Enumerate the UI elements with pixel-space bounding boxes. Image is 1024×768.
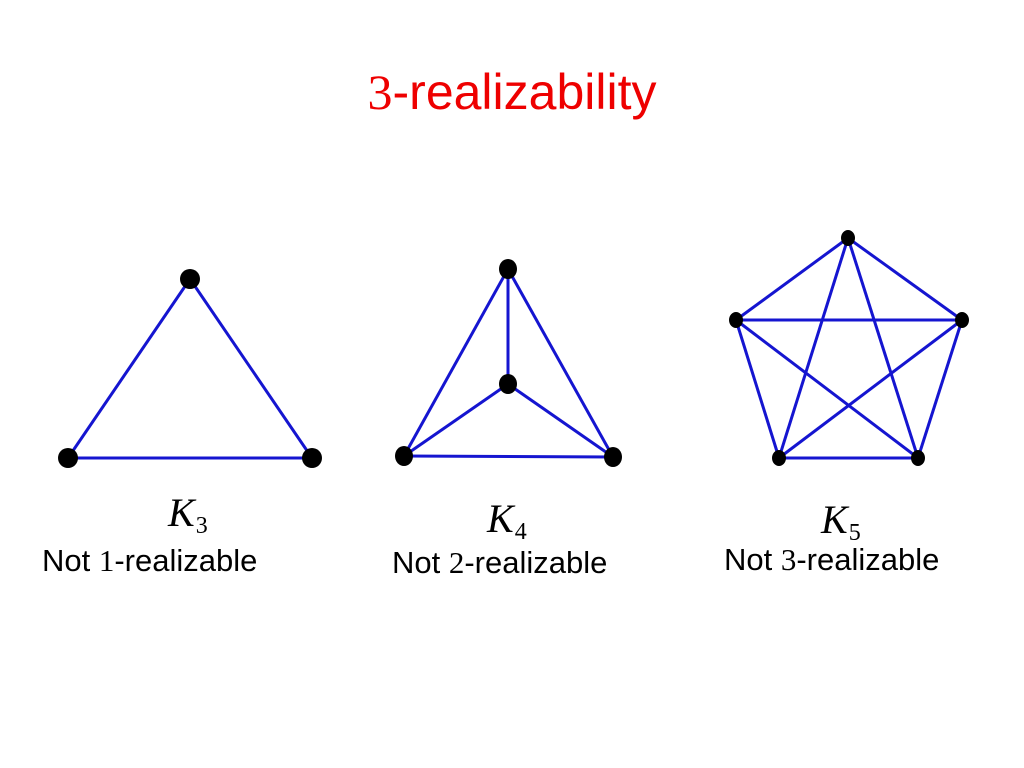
caption-prefix: Not — [392, 545, 449, 580]
vertex — [911, 450, 925, 466]
edge — [777, 237, 850, 459]
graph-k4 — [395, 259, 622, 467]
vertex — [395, 446, 413, 466]
graph-name-k3: K3 — [168, 491, 208, 548]
caption-prefix: Not — [724, 542, 781, 577]
vertex — [955, 312, 969, 328]
graph-name-k5: K5 — [821, 498, 861, 555]
graph-k5 — [729, 230, 969, 466]
vertex — [841, 230, 855, 246]
caption-number: 2 — [448, 545, 465, 580]
graph-name-subscript: 4 — [514, 519, 527, 545]
title-number: 3 — [367, 64, 393, 120]
graph-name-letter: K — [821, 497, 848, 542]
graph-name-letter: K — [168, 490, 195, 535]
vertex — [729, 312, 743, 328]
caption-suffix: -realizable — [464, 545, 608, 580]
caption-number: 3 — [780, 542, 797, 577]
edge — [778, 318, 963, 460]
edge — [734, 319, 781, 459]
caption-number: 1 — [98, 543, 115, 578]
graph-name-k4: K4 — [487, 497, 527, 554]
edge — [735, 236, 849, 322]
caption-suffix: -realizable — [114, 543, 258, 578]
caption-k4: Not 2-realizable — [392, 545, 607, 581]
edge — [403, 382, 509, 458]
caption-k3: Not 1-realizable — [42, 543, 257, 579]
graph-name-subscript: 3 — [195, 513, 208, 539]
graph-k3 — [58, 269, 322, 468]
caption-prefix: Not — [42, 543, 99, 578]
edge — [847, 236, 963, 322]
vertex — [180, 269, 200, 289]
vertex — [499, 259, 517, 279]
edge — [188, 278, 314, 459]
caption-k5: Not 3-realizable — [724, 542, 939, 578]
slide-title: 3-realizability — [0, 62, 1024, 122]
edge — [916, 319, 964, 459]
vertex — [302, 448, 322, 468]
vertex — [499, 374, 517, 394]
edge — [735, 318, 919, 460]
vertex — [58, 448, 78, 468]
edge — [507, 382, 614, 459]
title-text: -realizability — [392, 64, 657, 120]
graph-name-letter: K — [487, 496, 514, 541]
edge — [402, 268, 510, 457]
graph-name-subscript: 5 — [848, 520, 861, 546]
vertex — [772, 450, 786, 466]
edge — [66, 278, 192, 459]
edge — [403, 454, 614, 459]
edge — [846, 237, 920, 459]
vertex — [604, 447, 622, 467]
caption-suffix: -realizable — [796, 542, 940, 577]
edge — [506, 268, 615, 458]
